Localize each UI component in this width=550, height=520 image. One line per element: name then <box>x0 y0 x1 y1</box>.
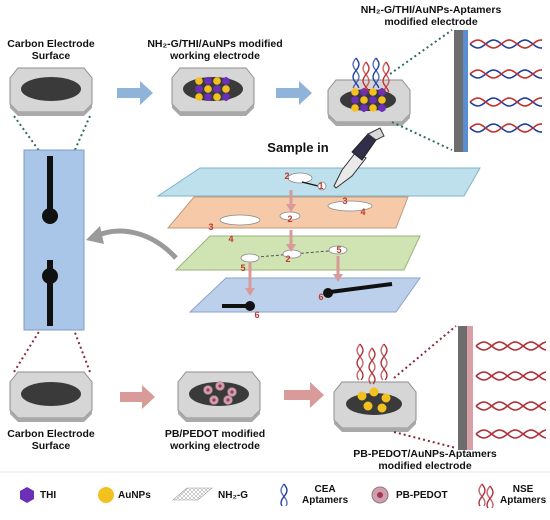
nse-aptamer-strands <box>475 341 547 439</box>
top-left-line-1: Carbon Electrode <box>7 38 95 50</box>
cea-aptamer-strands <box>469 39 543 133</box>
legend-nh2g-label: NH₂-G <box>218 490 248 501</box>
aunp-circle-icon <box>98 487 114 503</box>
top-left-line-2: Surface <box>31 50 71 62</box>
top-right-line-2: modified electrode <box>384 16 478 28</box>
layer-number: 4 <box>228 234 234 244</box>
layer-number: 6 <box>318 292 324 302</box>
top-bare-electrode <box>9 67 93 116</box>
pb-pedot-icon <box>371 486 389 504</box>
bottom-arrow-2 <box>284 382 324 408</box>
bottom-aptamer-electrode <box>333 343 417 432</box>
sample-in-label: Sample in <box>267 140 329 155</box>
bottom-electrode-sideview <box>458 326 473 450</box>
bottom-right-line-2: modified electrode <box>378 460 472 472</box>
bottom-mid-label: PB/PEDOT modified working electrode <box>152 428 278 452</box>
sensor-strip <box>23 149 85 331</box>
layer-number: 5 <box>240 263 246 273</box>
layer-number: 5 <box>336 245 342 255</box>
top-modified-electrode <box>171 67 255 116</box>
layer-number: 4 <box>360 207 366 217</box>
bottom-right-line-1: PB-PEDOT/AuNPs-Aptamers <box>353 448 497 460</box>
legend <box>0 471 550 509</box>
layer-2 <box>166 196 409 229</box>
left-zoom-lines <box>13 115 91 373</box>
top-right-line-1: NH₂-G/THI/AuNPs-Aptamers <box>360 4 502 16</box>
layer-number: 3 <box>208 222 214 232</box>
bottom-zoom-lines <box>393 325 457 449</box>
layer-1 <box>156 167 481 197</box>
top-right-label: NH₂-G/THI/AuNPs-Aptamers modified electr… <box>356 4 506 28</box>
legend-aunp-label: AuNPs <box>118 490 151 501</box>
top-mid-label: NH₂-G/THI/AuNPs modified working electro… <box>140 38 290 62</box>
bottom-mid-line-1: PB/PEDOT modified <box>164 428 266 440</box>
legend-nse-line-1: NSE <box>512 484 534 495</box>
top-arrow-2 <box>276 81 312 105</box>
legend-thi-label: THI <box>40 490 57 501</box>
layer-number: 3 <box>342 196 348 206</box>
bottom-pedot-electrode <box>177 371 261 422</box>
layer-number: 2 <box>285 254 291 264</box>
bottom-left-line-2: Surface <box>31 440 71 452</box>
thi-hexagon-icon <box>20 487 34 503</box>
layer-number: 1 <box>318 181 324 191</box>
layer-number: 2 <box>287 214 293 224</box>
bottom-arrow-1 <box>120 385 155 409</box>
top-electrode-sideview <box>454 30 468 152</box>
cea-aptamer-icon <box>280 483 288 507</box>
top-mid-line-2: working electrode <box>170 50 260 62</box>
bottom-bare-electrode <box>9 371 93 422</box>
layer-4 <box>188 277 421 313</box>
legend-cea-line-1: CEA <box>314 484 336 495</box>
top-mid-line-1: NH₂-G/THI/AuNPs modified <box>147 38 283 50</box>
layer-number: 6 <box>254 310 260 320</box>
top-aptamer-electrode <box>327 57 411 126</box>
legend-cea-line-2: Aptamers <box>302 495 349 506</box>
nse-aptamer-icon <box>478 483 494 509</box>
bottom-left-label: Carbon Electrode Surface <box>0 428 102 452</box>
legend-cea-label: CEA Aptamers <box>302 484 348 506</box>
legend-pedot-label: PB-PEDOT <box>396 490 448 501</box>
bottom-left-line-1: Carbon Electrode <box>7 428 95 440</box>
legend-nse-label: NSE Aptamers <box>500 484 546 506</box>
pipette-icon <box>333 127 385 189</box>
legend-nse-line-2: Aptamers <box>500 495 547 506</box>
bottom-mid-line-2: working electrode <box>170 440 260 452</box>
assembly-curved-arrow <box>86 226 178 260</box>
top-left-label: Carbon Electrode Surface <box>0 38 102 62</box>
layer-connection-arrows <box>245 190 343 296</box>
graphene-mesh-icon <box>172 487 213 501</box>
layer-number: 2 <box>284 171 290 181</box>
layer-3 <box>174 235 421 271</box>
bottom-right-label: PB-PEDOT/AuNPs-Aptamers modified electro… <box>350 448 500 472</box>
top-zoom-lines <box>389 29 453 151</box>
top-arrow-1 <box>117 81 153 105</box>
